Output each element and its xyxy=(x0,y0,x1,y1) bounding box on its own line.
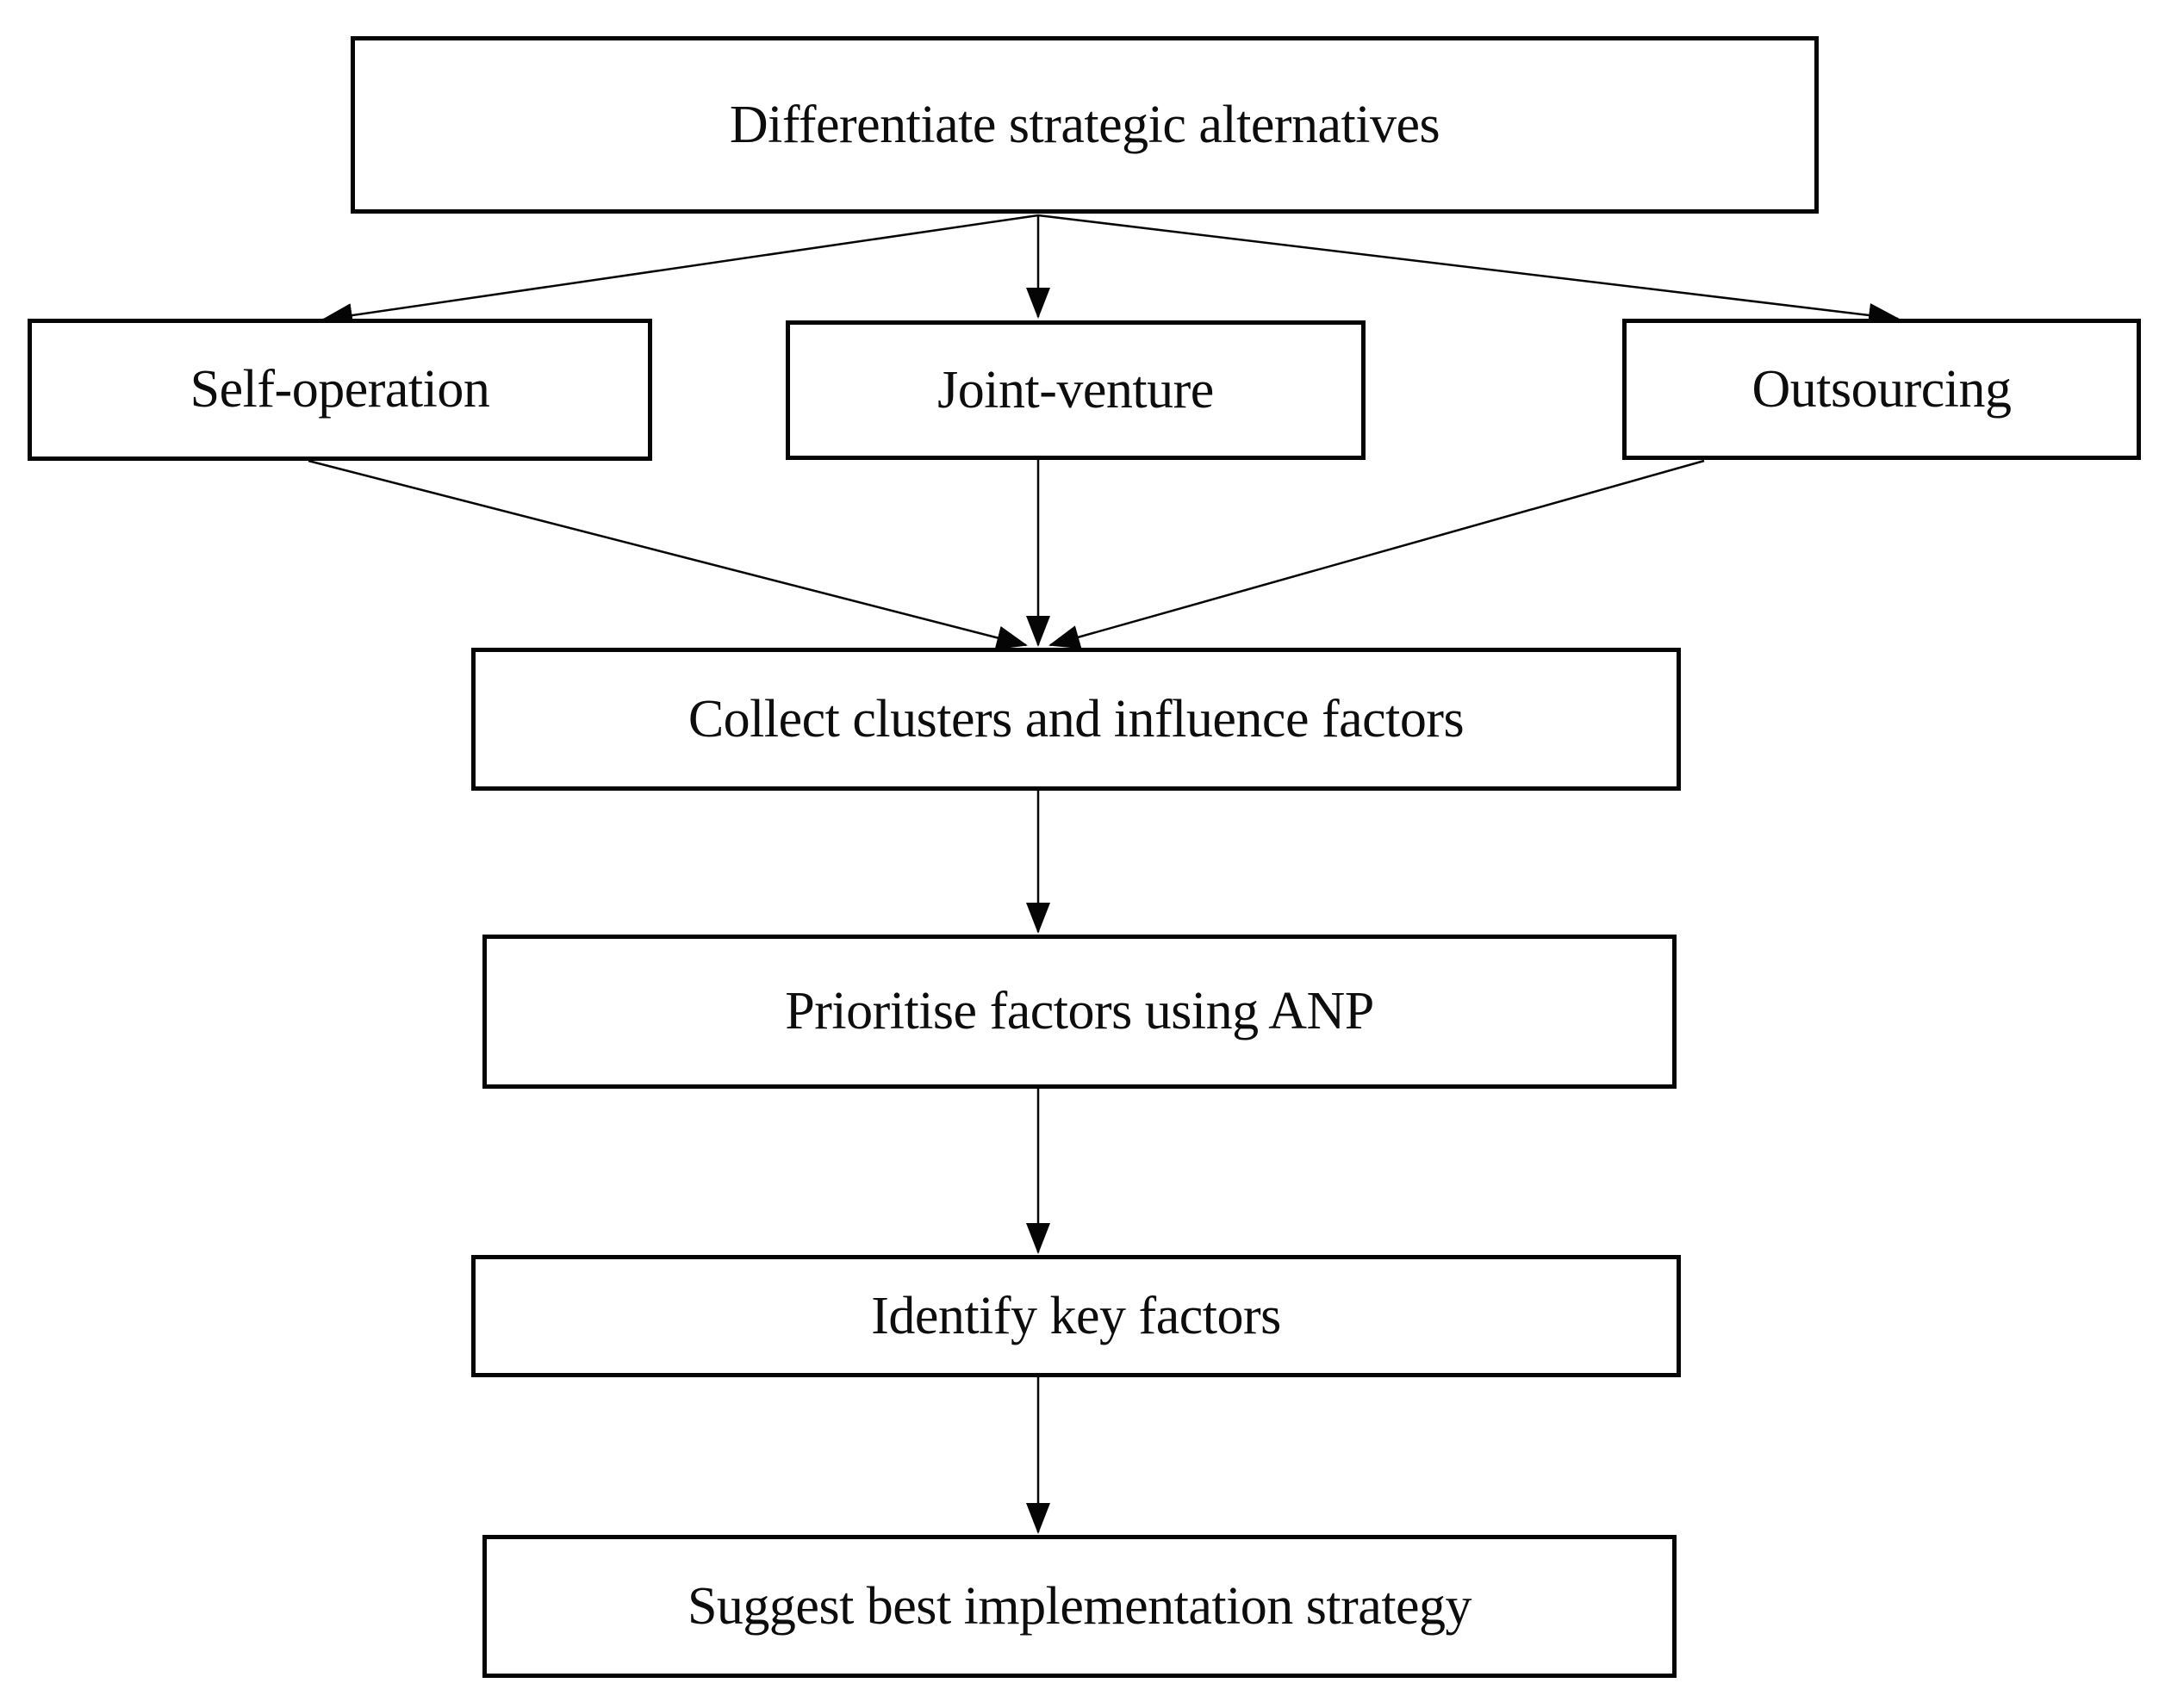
arrow-self-operation-to-collect xyxy=(308,459,1028,650)
node-label: Identify key factors xyxy=(871,1286,1281,1345)
node-prioritise-factors-anp: Prioritise factors using ANP xyxy=(482,935,1677,1089)
node-identify-key-factors: Identify key factors xyxy=(471,1255,1681,1377)
node-label: Prioritise factors using ANP xyxy=(785,982,1374,1041)
node-label: Suggest best implementation strategy xyxy=(687,1576,1472,1636)
arrow-outsourcing-to-collect xyxy=(1048,459,1705,649)
node-self-operation: Self-operation xyxy=(28,319,652,461)
node-suggest-best-implementation-strategy: Suggest best implementation strategy xyxy=(482,1535,1677,1678)
node-label: Self-operation xyxy=(190,360,490,419)
node-label: Collect clusters and influence factors xyxy=(688,689,1465,748)
node-collect-clusters-influence-factors: Collect clusters and influence factors xyxy=(471,648,1681,791)
arrow-differentiate-to-self-operation xyxy=(321,214,1039,327)
arrow-differentiate-to-outsourcing xyxy=(1037,214,1900,327)
node-label: Differentiate strategic alternatives xyxy=(729,95,1440,154)
node-differentiate-strategic-alternatives: Differentiate strategic alternatives xyxy=(351,36,1819,214)
node-label: Outsourcing xyxy=(1751,359,2012,419)
node-joint-venture: Joint-venture xyxy=(786,320,1366,460)
node-label: Joint-venture xyxy=(937,360,1214,419)
node-outsourcing: Outsourcing xyxy=(1622,319,2141,460)
